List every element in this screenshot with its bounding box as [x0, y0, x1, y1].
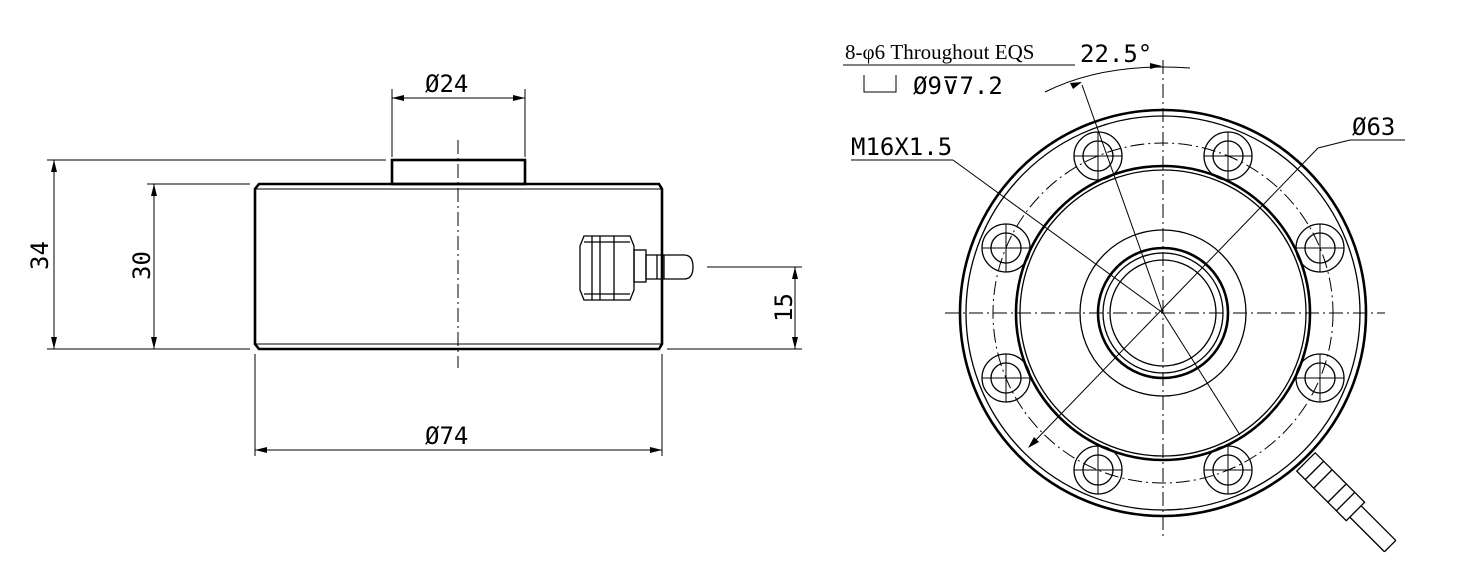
- cable-gland: [1295, 451, 1397, 553]
- connector-height-label: 15: [770, 293, 798, 322]
- thread-label: M16X1.5: [851, 133, 952, 161]
- thread-hole: [1109, 259, 1217, 367]
- body-height-label: 30: [128, 251, 156, 280]
- bolt-hole: [981, 353, 1031, 403]
- hole-note-line2: Ø9⊽7.2: [913, 72, 1003, 100]
- dim-thread: M16X1.5: [851, 133, 953, 161]
- dim-angle: 22.5°: [1044, 40, 1191, 93]
- bolt-circle: [992, 142, 1334, 484]
- dim-pcd-diameter: Ø63: [1317, 113, 1405, 149]
- cable-connector: [579, 235, 694, 301]
- body-diameter-label: Ø74: [425, 422, 468, 450]
- side-view: Ø24 Ø74 34 30: [26, 70, 802, 456]
- dim-body-height: 30: [128, 183, 250, 349]
- bolt-hole: [1295, 353, 1345, 403]
- top-view: Ø63 M16X1.5 8-φ6 Throughout EQS Ø9⊽7.2 2…: [843, 40, 1405, 553]
- angle-label: 22.5°: [1080, 40, 1152, 68]
- dim-total-height: 34: [26, 159, 386, 350]
- dim-connector-height: 15: [667, 266, 802, 350]
- counterbore-symbol: [863, 75, 897, 93]
- inner-step: [1014, 164, 1312, 462]
- bolt-hole: [1203, 131, 1253, 181]
- bolt-hole: [1203, 445, 1253, 495]
- dim-body-diameter: Ø74: [254, 354, 663, 456]
- bolt-holes: [981, 131, 1345, 495]
- bolt-hole: [1295, 223, 1345, 273]
- hole-note: 8-φ6 Throughout EQS Ø9⊽7.2: [843, 40, 1075, 100]
- hole-note-line1: 8-φ6 Throughout EQS: [845, 40, 1034, 64]
- main-body: [253, 182, 664, 351]
- bolt-hole: [981, 223, 1031, 273]
- hub: [1079, 229, 1247, 397]
- top-diameter-label: Ø24: [425, 70, 468, 98]
- bolt-hole: [1073, 131, 1123, 181]
- bolt-hole: [1073, 445, 1123, 495]
- pcd-diameter-label: Ø63: [1352, 113, 1395, 141]
- dim-top-diameter: Ø24: [391, 70, 526, 157]
- total-height-label: 34: [26, 241, 54, 270]
- outer-rim: [958, 108, 1368, 518]
